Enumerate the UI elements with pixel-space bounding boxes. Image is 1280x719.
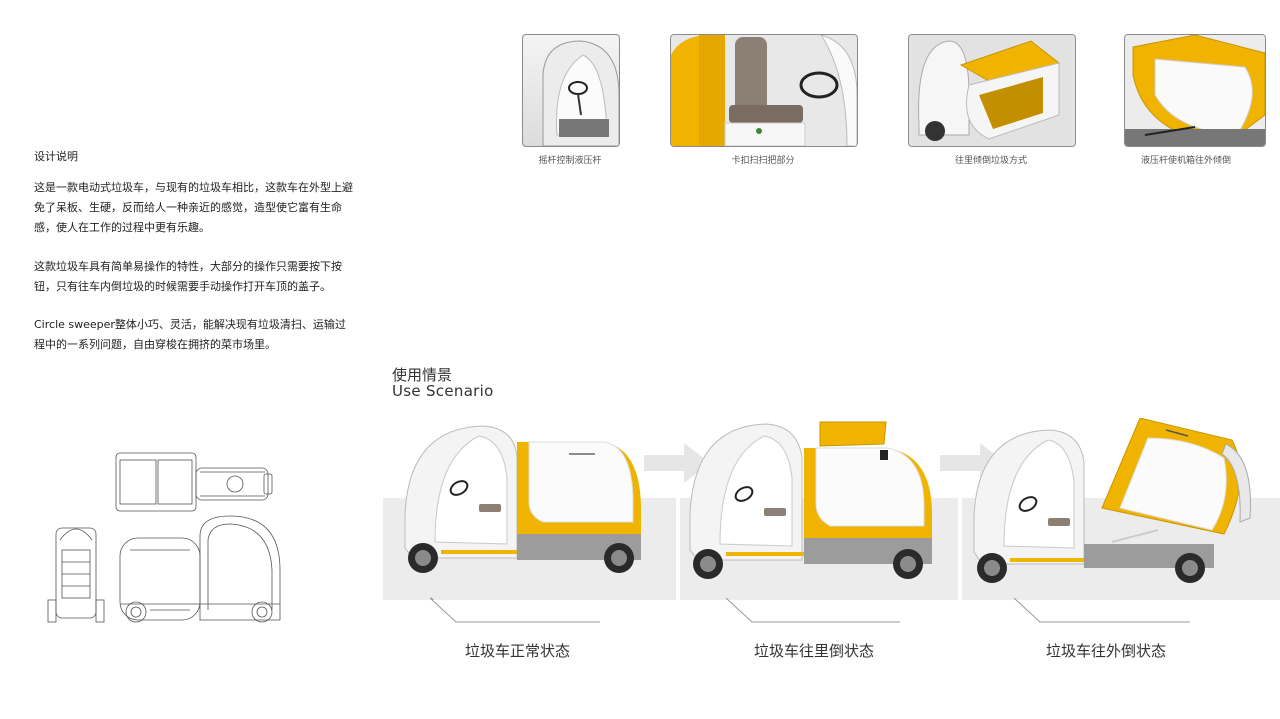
scenario-title-cn: 使用情景 [392, 366, 453, 384]
leader-lines [429, 597, 1190, 623]
detail-caption-1: 摇杆控制液压杆 [538, 156, 602, 166]
detail-thumbnail-dump-outward [1124, 34, 1266, 147]
orthographic-drawings [40, 450, 290, 630]
wireframe-views [47, 452, 281, 623]
scenario-title-en: Use Scenario [392, 382, 494, 400]
description-title: 设计说明 [34, 150, 78, 163]
scenario-panel-dump-outward [962, 418, 1280, 600]
description-paragraph-2: 这款垃圾车具有简单易操作的特性，大部分的操作只需要按下按钮，只有往车内倒垃圾的时… [34, 260, 342, 293]
scenario-panel-dump-inward [680, 418, 958, 600]
state-label-normal: 垃圾车正常状态 [465, 642, 571, 660]
detail-thumbnail-broom-clip [670, 34, 858, 147]
scenario-panel-normal [383, 418, 676, 600]
description-paragraph-1: 这是一款电动式垃圾车，与现有的垃圾车相比，这款车在外型上避免了呆板、生硬，反而给… [34, 181, 353, 234]
state-label-dump-inward: 垃圾车往里倒状态 [754, 642, 875, 660]
state-label-dump-outward: 垃圾车往外倒状态 [1046, 642, 1167, 660]
detail-caption-2: 卡扣扫扫把部分 [731, 156, 795, 166]
detail-thumbnail-joystick [522, 34, 620, 147]
detail-caption-3: 往里倾倒垃圾方式 [954, 156, 1027, 166]
detail-caption-4: 液压杆使机箱往外倾倒 [1140, 156, 1231, 166]
detail-thumbnail-dump-inward [908, 34, 1076, 147]
arrow-right-icon [644, 443, 710, 487]
description-paragraph-3: Circle sweeper整体小巧、灵活，能解决现有垃圾清扫、运输过程中的一系… [34, 318, 346, 351]
